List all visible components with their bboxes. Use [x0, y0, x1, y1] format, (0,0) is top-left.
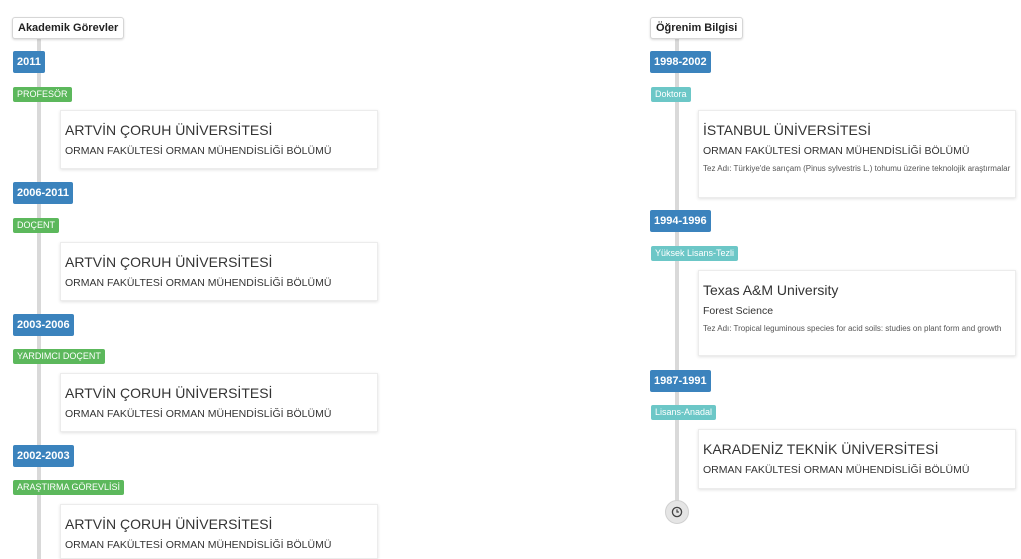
- year-badge: 1998-2002: [650, 51, 711, 73]
- timeline-axis: [675, 38, 679, 502]
- thesis-title: Tez Adı: Tropical leguminous species for…: [703, 324, 1002, 333]
- position-badge: DOÇENT: [13, 218, 59, 233]
- department-name: ORMAN FAKÜLTESİ ORMAN MÜHENDİSLİĞİ BÖLÜM…: [703, 464, 970, 476]
- thesis-title: Tez Adı: Türkiye'de sarıçam (Pinus sylve…: [703, 164, 1011, 173]
- position-badge: YARDIMCI DOÇENT: [13, 349, 105, 364]
- timeline-card: ARTVİN ÇORUH ÜNİVERSİTESİ ORMAN FAKÜLTES…: [60, 373, 378, 432]
- position-badge: ARAŞTIRMA GÖREVLİSİ: [13, 480, 125, 495]
- year-badge: 2011: [13, 51, 45, 73]
- university-name: Texas A&M University: [703, 282, 839, 298]
- education-timeline: Öğrenim Bilgisi 1998-2002 Doktora İSTANB…: [638, 0, 1021, 559]
- timeline-card: Texas A&M University Forest Science Tez …: [698, 270, 1016, 356]
- year-badge: 2002-2003: [13, 445, 74, 467]
- year-badge: 1987-1991: [650, 370, 711, 392]
- degree-badge: Doktora: [651, 87, 691, 102]
- department-name: ORMAN FAKÜLTESİ ORMAN MÜHENDİSLİĞİ BÖLÜM…: [65, 408, 332, 420]
- timeline-card: ARTVİN ÇORUH ÜNİVERSİTESİ ORMAN FAKÜLTES…: [60, 242, 378, 301]
- timeline-end-marker: [665, 500, 689, 524]
- university-name: ARTVİN ÇORUH ÜNİVERSİTESİ: [65, 122, 273, 138]
- university-name: ARTVİN ÇORUH ÜNİVERSİTESİ: [65, 385, 273, 401]
- department-name: ORMAN FAKÜLTESİ ORMAN MÜHENDİSLİĞİ BÖLÜM…: [703, 145, 970, 157]
- year-badge: 1994-1996: [650, 210, 711, 232]
- section-header-education: Öğrenim Bilgisi: [650, 17, 744, 39]
- timeline-axis: [37, 38, 41, 559]
- clock-icon: [671, 506, 683, 518]
- university-name: ARTVİN ÇORUH ÜNİVERSİTESİ: [65, 516, 273, 532]
- position-badge: PROFESÖR: [13, 87, 72, 102]
- degree-badge: Lisans-Anadal: [651, 405, 717, 420]
- university-name: KARADENİZ TEKNİK ÜNİVERSİTESİ: [703, 441, 939, 457]
- year-badge: 2006-2011: [13, 182, 73, 204]
- university-name: ARTVİN ÇORUH ÜNİVERSİTESİ: [65, 254, 273, 270]
- department-name: ORMAN FAKÜLTESİ ORMAN MÜHENDİSLİĞİ BÖLÜM…: [65, 145, 332, 157]
- department-name: Forest Science: [703, 305, 774, 317]
- degree-badge: Yüksek Lisans-Tezli: [651, 246, 739, 261]
- timeline-card: KARADENİZ TEKNİK ÜNİVERSİTESİ ORMAN FAKÜ…: [698, 429, 1016, 489]
- section-header-academic-positions: Akademik Görevler: [12, 17, 125, 39]
- department-name: ORMAN FAKÜLTESİ ORMAN MÜHENDİSLİĞİ BÖLÜM…: [65, 277, 332, 289]
- university-name: İSTANBUL ÜNİVERSİTESİ: [703, 122, 872, 138]
- department-name: ORMAN FAKÜLTESİ ORMAN MÜHENDİSLİĞİ BÖLÜM…: [65, 539, 332, 551]
- year-badge: 2003-2006: [13, 314, 74, 336]
- timeline-card: İSTANBUL ÜNİVERSİTESİ ORMAN FAKÜLTESİ OR…: [698, 110, 1016, 198]
- academic-positions-timeline: Akademik Görevler 2011 PROFESÖR ARTVİN Ç…: [0, 0, 400, 559]
- timeline-card: ARTVİN ÇORUH ÜNİVERSİTESİ ORMAN FAKÜLTES…: [60, 110, 378, 169]
- timeline-card: ARTVİN ÇORUH ÜNİVERSİTESİ ORMAN FAKÜLTES…: [60, 504, 378, 559]
